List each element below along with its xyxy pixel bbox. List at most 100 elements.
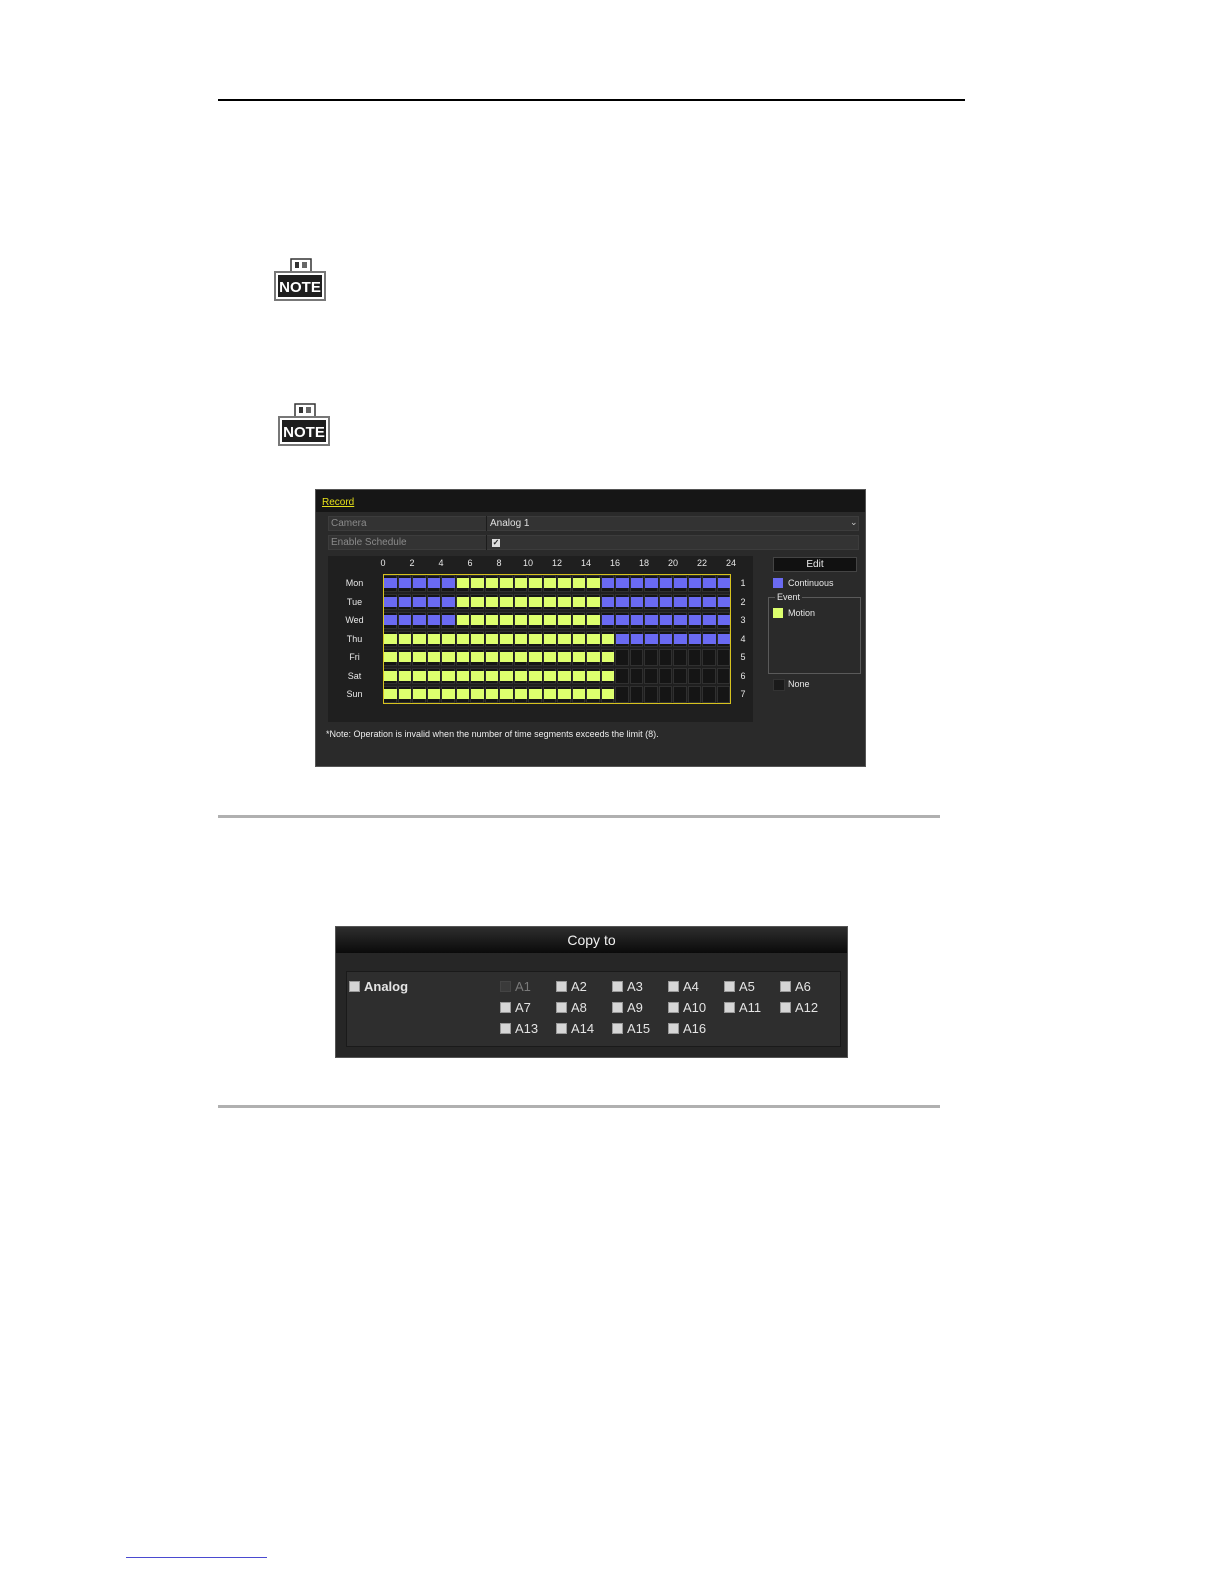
motion-segment[interactable]: [384, 689, 397, 699]
motion-segment[interactable]: [427, 670, 440, 681]
motion-segment[interactable]: [514, 615, 527, 625]
continuous-segment[interactable]: [659, 615, 672, 625]
motion-segment[interactable]: [471, 578, 484, 588]
motion-segment[interactable]: [500, 689, 513, 699]
motion-segment[interactable]: [384, 652, 397, 662]
motion-segment[interactable]: [558, 615, 571, 625]
edit-button[interactable]: Edit: [773, 557, 857, 572]
channel-checkbox-a5[interactable]: [724, 981, 735, 992]
motion-segment[interactable]: [485, 652, 498, 662]
continuous-segment[interactable]: [659, 596, 672, 607]
motion-segment[interactable]: [427, 689, 440, 699]
motion-segment[interactable]: [413, 689, 426, 699]
motion-segment[interactable]: [587, 633, 600, 644]
motion-segment[interactable]: [572, 615, 585, 625]
schedule-cell[interactable]: [702, 667, 716, 684]
continuous-segment[interactable]: [630, 578, 643, 588]
motion-segment[interactable]: [543, 670, 556, 681]
motion-segment[interactable]: [413, 652, 426, 662]
schedule-cell[interactable]: [687, 649, 701, 666]
motion-segment[interactable]: [529, 615, 542, 625]
schedule-cell[interactable]: [658, 667, 672, 684]
motion-segment[interactable]: [572, 596, 585, 607]
motion-segment[interactable]: [442, 670, 455, 681]
motion-segment[interactable]: [529, 633, 542, 644]
schedule-cell[interactable]: [658, 686, 672, 703]
motion-segment[interactable]: [485, 689, 498, 699]
schedule-cell[interactable]: [615, 667, 629, 684]
motion-segment[interactable]: [413, 633, 426, 644]
motion-segment[interactable]: [485, 633, 498, 644]
continuous-segment[interactable]: [645, 615, 658, 625]
enable-schedule-checkbox[interactable]: ✓: [492, 538, 500, 547]
motion-segment[interactable]: [500, 578, 513, 588]
schedule-cell[interactable]: [673, 686, 687, 703]
continuous-segment[interactable]: [703, 578, 716, 588]
motion-segment[interactable]: [587, 670, 600, 681]
motion-segment[interactable]: [543, 652, 556, 662]
motion-segment[interactable]: [456, 596, 469, 607]
motion-segment[interactable]: [398, 689, 411, 699]
channel-checkbox-a11[interactable]: [724, 1002, 735, 1013]
motion-segment[interactable]: [485, 615, 498, 625]
motion-segment[interactable]: [471, 652, 484, 662]
schedule-cell[interactable]: [629, 667, 643, 684]
continuous-segment[interactable]: [616, 615, 629, 625]
continuous-segment[interactable]: [645, 633, 658, 644]
motion-segment[interactable]: [529, 652, 542, 662]
channel-checkbox-a8[interactable]: [556, 1002, 567, 1013]
motion-segment[interactable]: [601, 633, 614, 644]
motion-segment[interactable]: [572, 633, 585, 644]
motion-segment[interactable]: [558, 596, 571, 607]
camera-select[interactable]: [328, 516, 859, 531]
schedule-cell[interactable]: [687, 686, 701, 703]
motion-segment[interactable]: [572, 689, 585, 699]
motion-segment[interactable]: [543, 689, 556, 699]
motion-segment[interactable]: [587, 652, 600, 662]
motion-segment[interactable]: [413, 670, 426, 681]
motion-segment[interactable]: [558, 633, 571, 644]
motion-segment[interactable]: [601, 689, 614, 699]
motion-segment[interactable]: [529, 689, 542, 699]
schedule-cell[interactable]: [716, 686, 730, 703]
motion-segment[interactable]: [442, 689, 455, 699]
continuous-segment[interactable]: [413, 578, 426, 588]
continuous-segment[interactable]: [717, 615, 730, 625]
motion-segment[interactable]: [601, 652, 614, 662]
analog-checkbox[interactable]: [349, 981, 360, 992]
continuous-segment[interactable]: [442, 578, 455, 588]
continuous-segment[interactable]: [442, 615, 455, 625]
motion-segment[interactable]: [456, 689, 469, 699]
continuous-segment[interactable]: [616, 633, 629, 644]
channel-checkbox-a2[interactable]: [556, 981, 567, 992]
motion-segment[interactable]: [587, 578, 600, 588]
motion-segment[interactable]: [572, 670, 585, 681]
motion-segment[interactable]: [529, 578, 542, 588]
schedule-cell[interactable]: [629, 649, 643, 666]
continuous-segment[interactable]: [659, 633, 672, 644]
schedule-cell[interactable]: [716, 667, 730, 684]
motion-segment[interactable]: [543, 633, 556, 644]
channel-checkbox-a6[interactable]: [780, 981, 791, 992]
continuous-segment[interactable]: [601, 578, 614, 588]
motion-segment[interactable]: [529, 670, 542, 681]
continuous-segment[interactable]: [674, 633, 687, 644]
motion-segment[interactable]: [601, 670, 614, 681]
channel-checkbox-a16[interactable]: [668, 1023, 679, 1034]
none-swatch[interactable]: [773, 679, 785, 691]
motion-segment[interactable]: [485, 670, 498, 681]
continuous-segment[interactable]: [630, 615, 643, 625]
continuous-segment[interactable]: [703, 596, 716, 607]
continuous-segment[interactable]: [630, 596, 643, 607]
continuous-segment[interactable]: [413, 596, 426, 607]
continuous-segment[interactable]: [413, 615, 426, 625]
schedule-cell[interactable]: [702, 649, 716, 666]
motion-segment[interactable]: [543, 596, 556, 607]
schedule-cell[interactable]: [629, 686, 643, 703]
schedule-cell[interactable]: [644, 667, 658, 684]
channel-checkbox-a10[interactable]: [668, 1002, 679, 1013]
continuous-segment[interactable]: [384, 615, 397, 625]
continuous-segment[interactable]: [601, 615, 614, 625]
schedule-cell[interactable]: [673, 667, 687, 684]
motion-segment[interactable]: [558, 689, 571, 699]
